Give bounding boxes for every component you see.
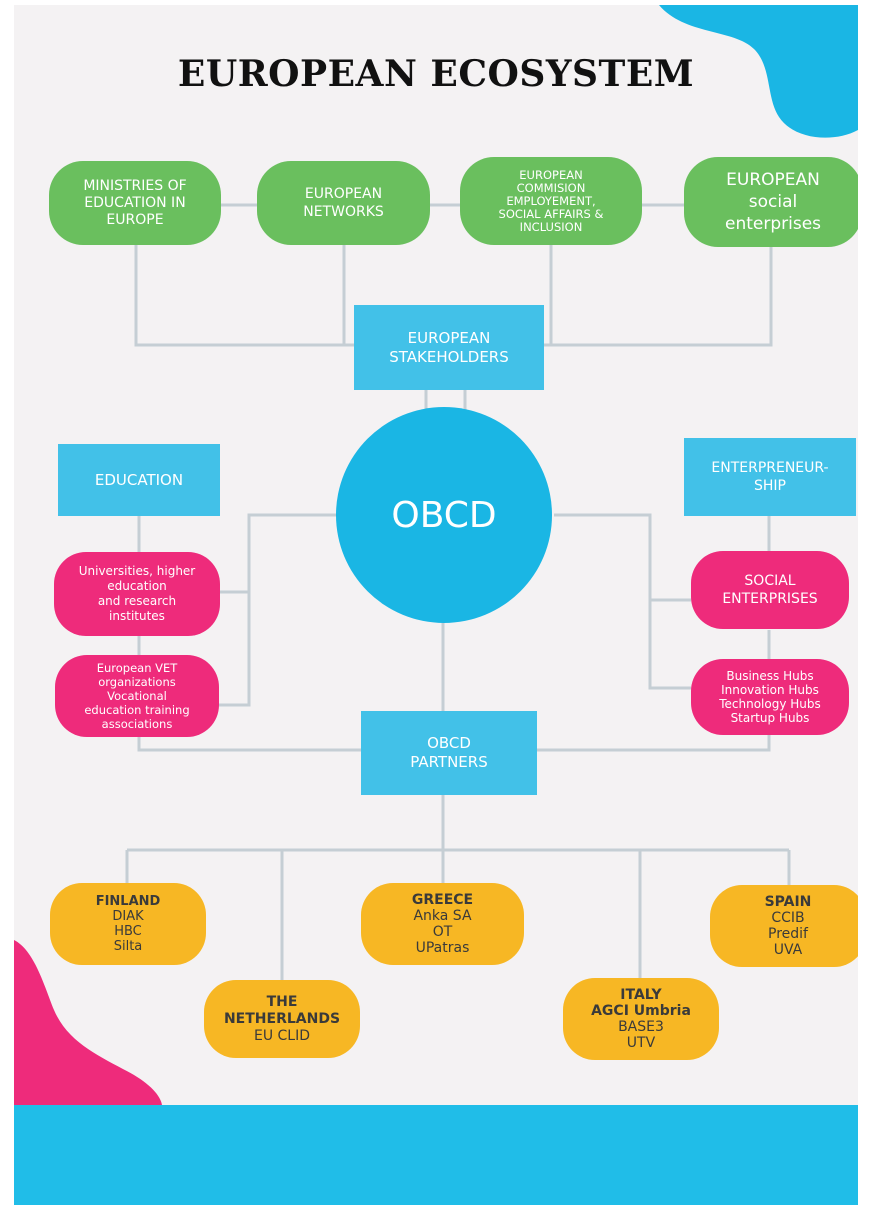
- partner-members: BASE3 UTV: [618, 1019, 664, 1051]
- partner-members: EU CLID: [253, 1027, 311, 1044]
- european-stakeholders-box: EUROPEAN STAKEHOLDERS: [354, 305, 544, 390]
- entrepreneurship-item-social-enterprises: SOCIAL ENTERPRISES: [691, 551, 849, 629]
- stakeholder-node-networks: EUROPEAN NETWORKS: [257, 161, 430, 245]
- partner-greece: GREECE Anka SA OT UPatras: [361, 883, 524, 965]
- stakeholder-node-social-enterprises: EUROPEAN social enterprises: [684, 157, 858, 247]
- partner-country: SPAIN: [764, 894, 812, 910]
- ecosystem-canvas: EUROPEAN ECOSYSTEM: [14, 5, 858, 1205]
- education-header: EDUCATION: [58, 444, 220, 516]
- partner-italy: ITALY AGCI Umbria BASE3 UTV: [563, 978, 719, 1060]
- partner-country: THE NETHERLANDS: [223, 993, 341, 1027]
- partner-members: DIAK HBC Silta: [112, 909, 144, 954]
- partner-country: ITALY AGCI Umbria: [591, 987, 691, 1019]
- obcd-partners-box: OBCD PARTNERS: [361, 711, 537, 795]
- bottom-band: [14, 1105, 858, 1205]
- stakeholder-node-commission: EUROPEAN COMMISION EMPLOYEMENT, SOCIAL A…: [460, 157, 642, 245]
- top-right-blob: [659, 5, 858, 138]
- partner-members: Anka SA OT UPatras: [413, 908, 472, 956]
- page-title: EUROPEAN ECOSYSTEM: [177, 53, 695, 95]
- education-item-vet: European VET organizations Vocational ed…: [55, 655, 219, 737]
- obcd-center-circle: OBCD: [336, 407, 552, 623]
- partner-spain: SPAIN CCIB Predif UVA: [710, 885, 858, 967]
- partner-netherlands: THE NETHERLANDS EU CLID: [204, 980, 360, 1058]
- partner-members: CCIB Predif UVA: [768, 910, 808, 958]
- bottom-left-blob: [14, 940, 163, 1110]
- entrepreneurship-item-hubs: Business Hubs Innovation Hubs Technology…: [691, 659, 849, 735]
- partner-country: GREECE: [411, 892, 474, 908]
- partner-country: FINLAND: [95, 894, 161, 909]
- entrepreneurship-header: ENTERPRENEUR- SHIP: [684, 438, 856, 516]
- partner-finland: FINLAND DIAK HBC Silta: [50, 883, 206, 965]
- education-item-universities: Universities, higher education and resea…: [54, 552, 220, 636]
- stakeholder-node-ministries: MINISTRIES OF EDUCATION IN EUROPE: [49, 161, 221, 245]
